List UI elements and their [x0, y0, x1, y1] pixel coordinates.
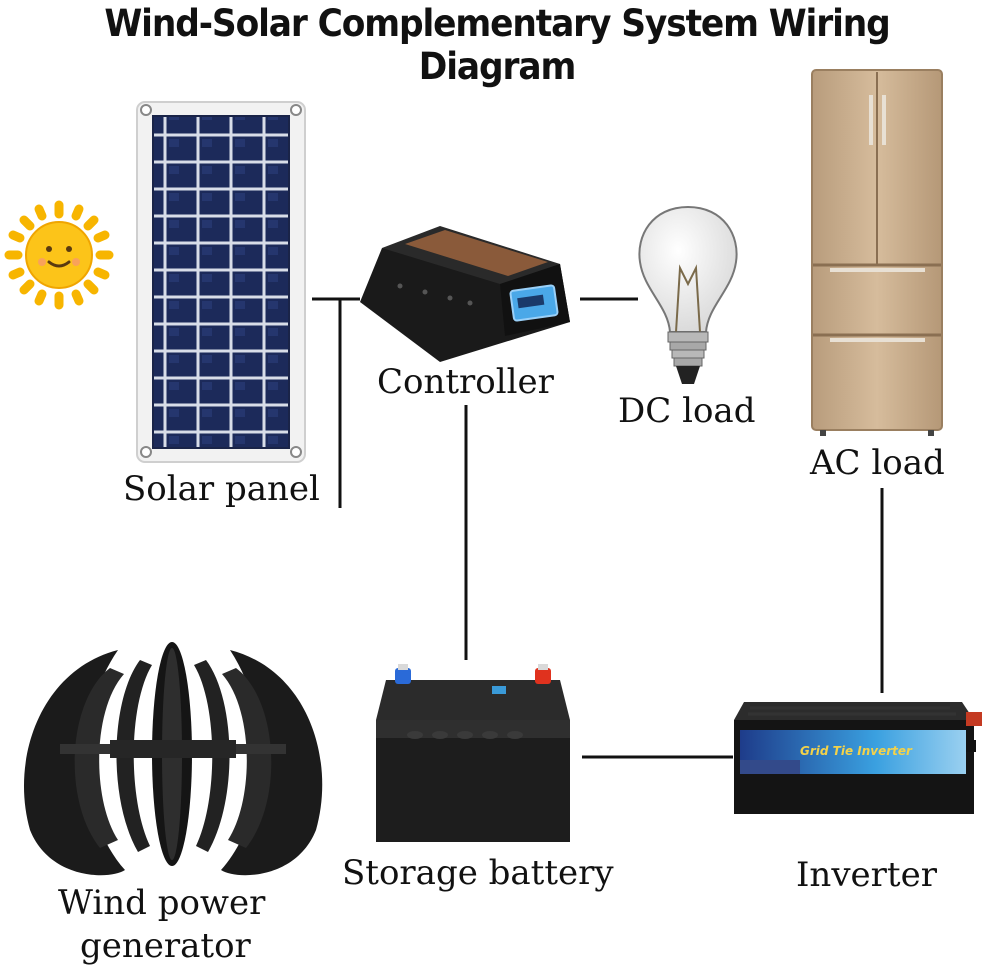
refrigerator-image — [811, 69, 943, 436]
solar-panel-image — [136, 101, 306, 463]
label-inverter: Inverter — [796, 855, 937, 895]
label-wind-generator-line1: Wind power — [58, 883, 266, 923]
label-solar-panel: Solar panel — [123, 469, 320, 509]
label-ac-load: AC load — [810, 443, 945, 483]
label-wind-generator-line2: generator — [80, 926, 251, 966]
battery-image — [376, 664, 570, 842]
label-storage-battery: Storage battery — [342, 853, 614, 893]
inverter-image: Grid Tie Inverter — [734, 702, 982, 814]
wires — [312, 297, 884, 759]
inverter-brand-text: Grid Tie Inverter — [800, 744, 913, 758]
label-dc-load: DC load — [618, 391, 756, 431]
diagram-title: Wind-Solar Complementary System Wiring D… — [104, 2, 890, 88]
sun-icon — [4, 200, 114, 310]
label-controller: Controller — [377, 362, 554, 402]
controller-image — [360, 226, 570, 362]
wind-turbine-image — [23, 642, 323, 876]
light-bulb-icon — [638, 205, 738, 384]
